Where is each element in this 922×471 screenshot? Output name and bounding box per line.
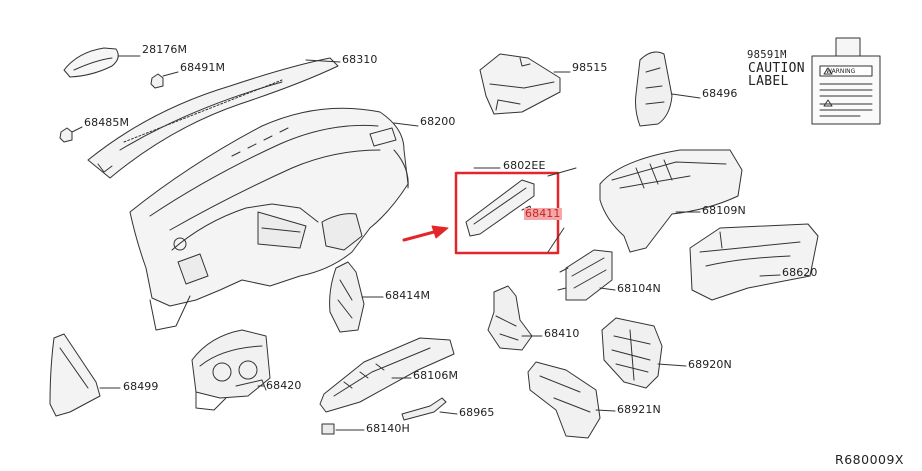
part-label-68499: 68499	[123, 380, 159, 393]
part-68310	[87, 57, 339, 179]
part-label-68491m: 68491M	[180, 61, 226, 74]
part-label-98515: 98515	[572, 61, 608, 74]
part-label-68620: 68620	[782, 266, 818, 279]
part-68140h	[321, 423, 335, 435]
part-68410	[487, 285, 533, 351]
part-label-28176m: 28176M	[142, 43, 188, 56]
part-label-68414m: 68414M	[385, 289, 431, 302]
caution-label-line2: LABEL	[748, 74, 789, 89]
part-label-68921n: 68921N	[617, 403, 661, 416]
part-68620	[689, 223, 819, 301]
part-label-68200: 68200	[420, 115, 456, 128]
caution-part-number: 98591M	[747, 49, 787, 61]
part-label-68920n: 68920N	[688, 358, 732, 371]
part-68106m	[319, 337, 455, 413]
caution-label-line1: CAUTION	[748, 61, 805, 76]
part-68496	[635, 51, 673, 127]
part-label-68420: 68420	[266, 379, 302, 392]
part-label-68310: 68310	[342, 53, 378, 66]
part-68109n	[599, 149, 743, 253]
part-98515	[479, 53, 561, 115]
part-68920n	[601, 317, 663, 389]
part-68200	[129, 107, 409, 331]
part-68420	[191, 329, 271, 411]
part-label-68104n: 68104N	[617, 282, 661, 295]
diagram-reference: R680009X	[835, 452, 904, 467]
part-68414m	[329, 261, 365, 333]
caution-label	[811, 37, 881, 125]
part-label-68496: 68496	[702, 87, 738, 100]
part-label-68485m: 68485M	[84, 116, 130, 129]
part-68491m	[150, 73, 164, 89]
caution-warning-text: WARNING	[826, 68, 856, 75]
part-label-6802ee: 6802EE	[503, 159, 546, 172]
part-label-68106m: 68106M	[413, 369, 459, 382]
part-label-68109n: 68109N	[702, 204, 746, 217]
part-68499	[49, 333, 101, 417]
part-68485m	[59, 127, 73, 143]
part-label-68965: 68965	[459, 406, 495, 419]
part-68104n	[557, 249, 613, 301]
part-label-68411: 68411	[524, 207, 562, 220]
part-label-68140h: 68140H	[366, 422, 410, 435]
part-label-68410: 68410	[544, 327, 580, 340]
part-68965	[401, 397, 447, 421]
pointer-arrow	[402, 225, 449, 242]
part-68921n	[527, 361, 601, 439]
part-28176m	[63, 47, 119, 78]
